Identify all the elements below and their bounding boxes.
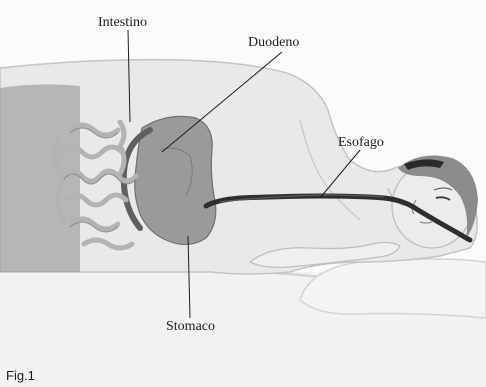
stomach — [135, 116, 216, 244]
figure-caption: Fig.1 — [6, 368, 35, 383]
stomach-label: Stomaco — [166, 319, 215, 334]
esophagus-label: Esofago — [338, 135, 384, 150]
duodenum-label: Duodeno — [248, 35, 299, 50]
belly-shadow — [0, 84, 80, 272]
intestine-label: Intestino — [98, 15, 147, 30]
